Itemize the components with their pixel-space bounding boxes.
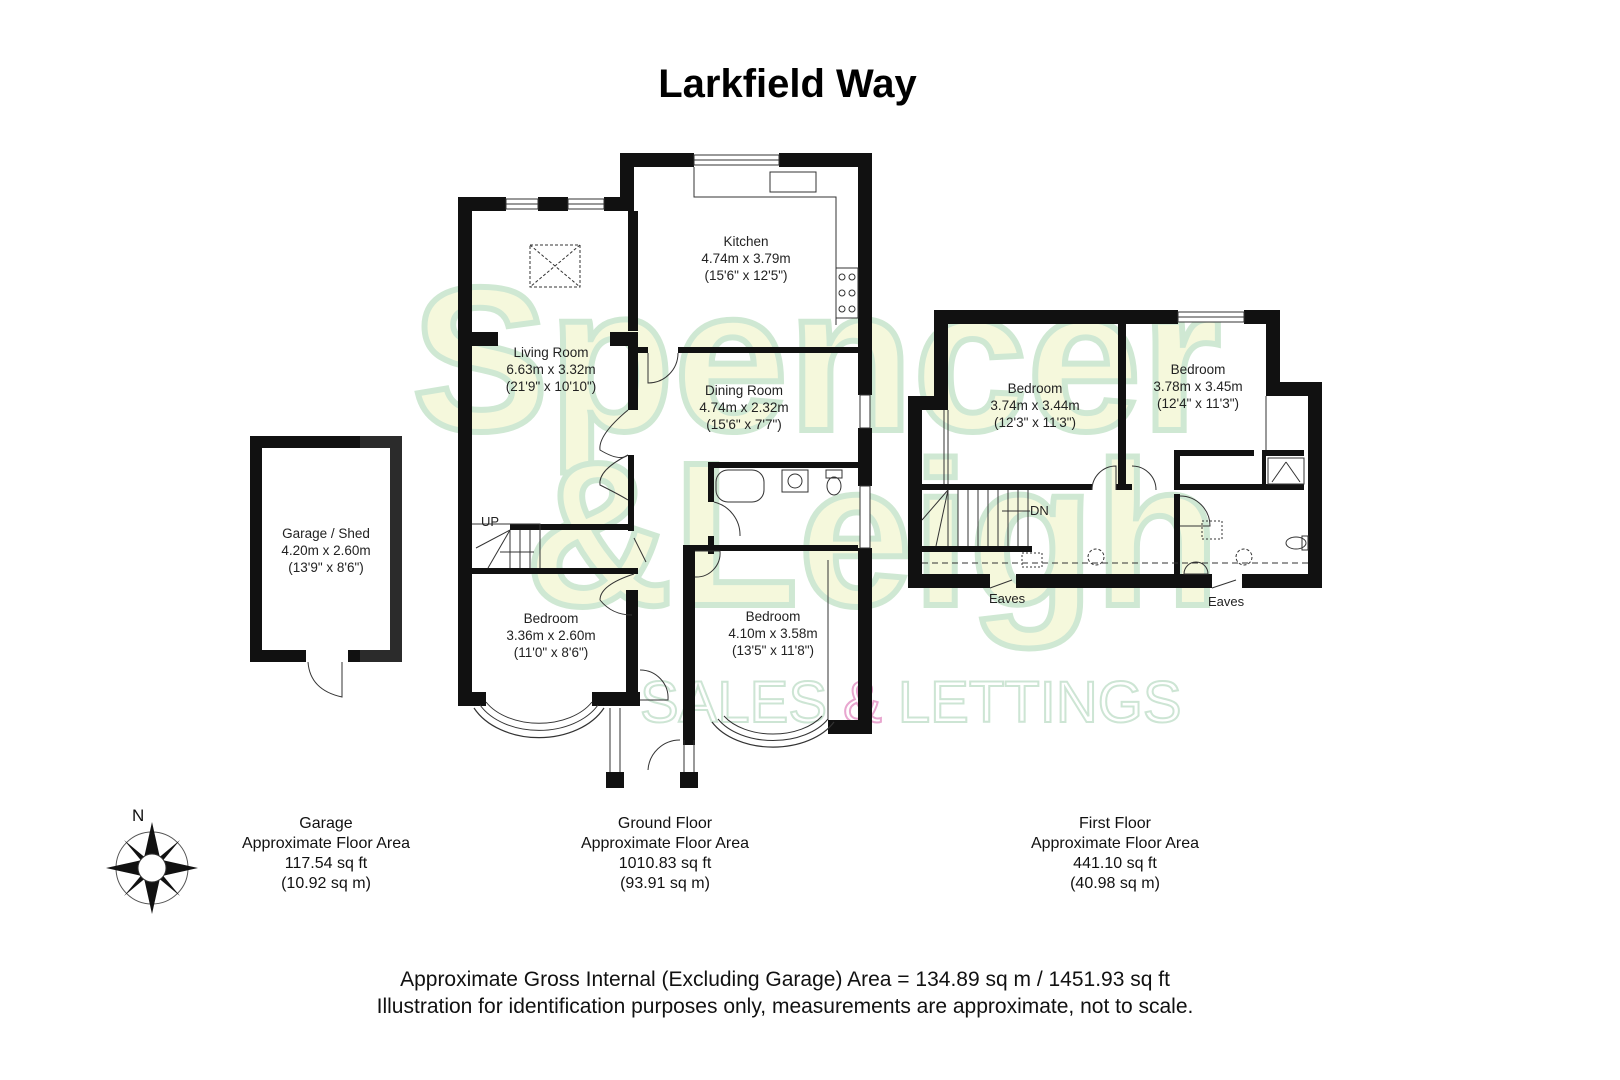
room-name: Garage / Shed bbox=[282, 526, 370, 541]
disclaimer: Illustration for identification purposes… bbox=[376, 995, 1194, 1018]
room-name: Bedroom bbox=[523, 611, 579, 626]
room-metric: 3.74m x 3.44m bbox=[990, 398, 1080, 413]
floor-area-sqft: 441.10 sq ft bbox=[1073, 855, 1157, 872]
room-imperial: (12'3" x 11'3") bbox=[993, 415, 1077, 430]
room-metric: 4.20m x 2.60m bbox=[281, 543, 371, 558]
room-metric: 4.74m x 2.32m bbox=[699, 400, 789, 415]
room-metric: 4.10m x 3.58m bbox=[728, 626, 818, 641]
gross-internal-area: Approximate Gross Internal (Excluding Ga… bbox=[400, 968, 1170, 991]
room-metric: 4.74m x 3.79m bbox=[701, 251, 791, 266]
floor-area-ground-floor: Ground Floor Approximate Floor Area 1010… bbox=[581, 814, 749, 894]
porch-posts bbox=[606, 772, 698, 788]
room-imperial: (12'4" x 11'3") bbox=[1156, 396, 1240, 411]
room-imperial: (15'6" x 7'7") bbox=[706, 417, 782, 432]
first-floor-fixtures bbox=[921, 311, 1309, 589]
room-name: Living Room bbox=[513, 345, 589, 360]
room-label-ground-bedroom-2: Bedroom 4.10m x 3.58m (13'5" x 11'8") bbox=[728, 608, 817, 659]
floor-area-sqft: 1010.83 sq ft bbox=[618, 855, 712, 872]
floor-area-sqft: 117.54 sq ft bbox=[284, 855, 368, 872]
room-label-first-bedroom-2: Bedroom 3.78m x 3.45m (12'4" x 11'3") bbox=[1153, 361, 1242, 412]
floor-area-sqm: (10.92 sq m) bbox=[281, 875, 371, 892]
room-imperial: (11'0" x 8'6") bbox=[513, 645, 589, 660]
floor-area-first-floor: First Floor Approximate Floor Area 441.1… bbox=[1031, 814, 1199, 894]
eaves-left-label: Eaves bbox=[989, 591, 1026, 606]
room-label-garage-shed: Garage / Shed 4.20m x 2.60m (13'9" x 8'6… bbox=[281, 525, 370, 576]
room-metric: 6.63m x 3.32m bbox=[506, 362, 596, 377]
room-imperial: (13'9" x 8'6") bbox=[288, 560, 364, 575]
room-label-kitchen: Kitchen 4.74m x 3.79m (15'6" x 12'5") bbox=[701, 233, 790, 284]
floor-area-label: Approximate Floor Area bbox=[580, 835, 750, 852]
ground-floor-fixtures bbox=[472, 154, 871, 772]
room-name: Bedroom bbox=[1007, 381, 1063, 396]
ground-floor-plan bbox=[458, 153, 872, 745]
room-name: Dining Room bbox=[704, 383, 784, 398]
watermark-tagline: SALES & LETTINGS bbox=[640, 670, 1182, 735]
floor-name: Garage bbox=[299, 815, 353, 832]
floor-area-garage: Garage Approximate Floor Area 117.54 sq … bbox=[242, 814, 410, 894]
garage-plan bbox=[250, 436, 402, 698]
floor-name: Ground Floor bbox=[617, 815, 713, 832]
first-floor-plan bbox=[908, 310, 1322, 588]
watermark: Spencer &Leigh SALES & LETTINGS bbox=[409, 242, 1224, 736]
floor-name: First Floor bbox=[1078, 815, 1151, 832]
floor-area-sqm: (40.98 sq m) bbox=[1070, 875, 1160, 892]
footer: Approximate Gross Internal (Excluding Ga… bbox=[0, 966, 1570, 1020]
room-imperial: (15'6" x 12'5") bbox=[704, 268, 788, 283]
floor-area-label: Approximate Floor Area bbox=[241, 835, 411, 852]
plan-title: Larkfield Way bbox=[658, 62, 917, 106]
room-metric: 3.36m x 2.60m bbox=[506, 628, 596, 643]
floor-area-label: Approximate Floor Area bbox=[1030, 835, 1200, 852]
room-name: Kitchen bbox=[723, 234, 769, 249]
watermark-brand-line1: Spencer bbox=[412, 245, 1221, 474]
room-imperial: (21'9" x 10'10") bbox=[505, 379, 597, 394]
room-metric: 3.78m x 3.45m bbox=[1153, 379, 1243, 394]
watermark-brand-line2: &Leigh bbox=[525, 420, 1220, 649]
room-name: Bedroom bbox=[1170, 362, 1226, 377]
compass-north-label: N bbox=[132, 806, 145, 825]
stairs-up-label: UP bbox=[481, 514, 500, 529]
eaves-right-label: Eaves bbox=[1208, 594, 1245, 609]
floor-area-sqm: (93.91 sq m) bbox=[620, 875, 710, 892]
room-label-ground-bedroom-1: Bedroom 3.36m x 2.60m (11'0" x 8'6") bbox=[506, 610, 595, 661]
stairs-down-label: DN bbox=[1030, 503, 1049, 518]
room-label-first-bedroom-1: Bedroom 3.74m x 3.44m (12'3" x 11'3") bbox=[990, 380, 1079, 431]
room-label-dining-room: Dining Room 4.74m x 2.32m (15'6" x 7'7") bbox=[699, 382, 788, 433]
compass-rose-icon bbox=[106, 822, 198, 914]
room-label-living-room: Living Room 6.63m x 3.32m (21'9" x 10'10… bbox=[506, 344, 597, 395]
room-name: Bedroom bbox=[745, 609, 801, 624]
room-imperial: (13'5" x 11'8") bbox=[731, 643, 815, 658]
